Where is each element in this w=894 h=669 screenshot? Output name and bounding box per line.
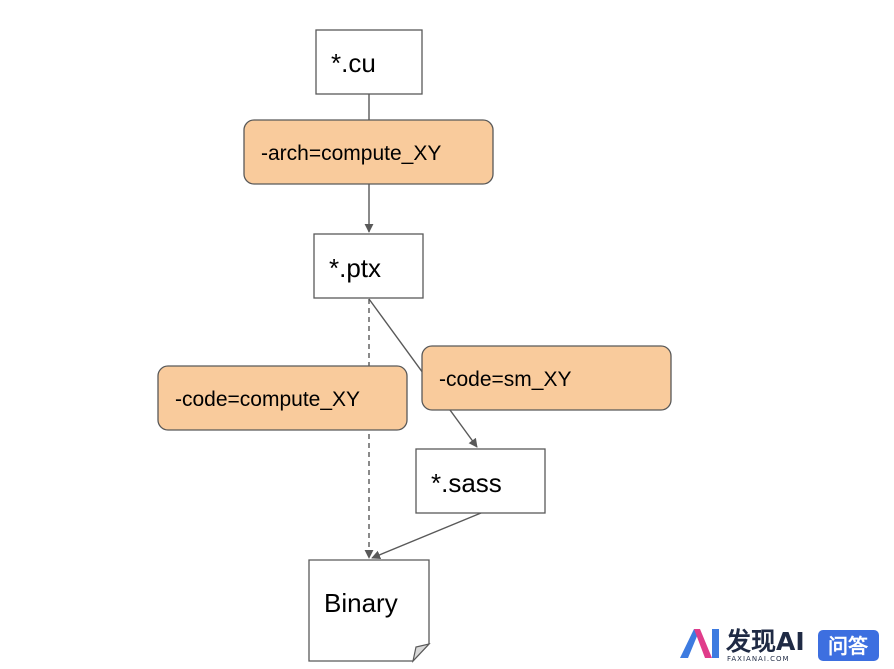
brand-logo-icon (680, 629, 719, 658)
watermark-sub: FAXIANAI.COM (727, 655, 790, 663)
label-code-compute: -code=compute_XY (157, 365, 408, 431)
watermark: 发现AI FAXIANAI.COM 问答 (680, 627, 879, 663)
label-code-compute-text: -code=compute_XY (175, 388, 360, 411)
watermark-brand: 发现AI (725, 627, 805, 656)
node-cu: *.cu (315, 29, 423, 95)
node-ptx-label: *.ptx (329, 253, 381, 283)
node-sass-label: *.sass (431, 468, 502, 498)
node-ptx: *.ptx (313, 233, 424, 299)
node-binary-label: Binary (324, 588, 398, 618)
label-arch-text: -arch=compute_XY (261, 142, 441, 165)
label-arch: -arch=compute_XY (243, 119, 494, 185)
label-code-sm: -code=sm_XY (421, 345, 672, 411)
node-binary: Binary (308, 559, 431, 663)
watermark-badge-text: 问答 (828, 634, 869, 658)
edge-sass-to-binary (371, 512, 482, 560)
watermark-badge: 问答 (818, 630, 879, 661)
label-code-sm-text: -code=sm_XY (439, 368, 571, 391)
node-cu-label: *.cu (331, 48, 376, 78)
binary-folded-corner (411, 642, 431, 663)
node-sass: *.sass (415, 448, 546, 514)
